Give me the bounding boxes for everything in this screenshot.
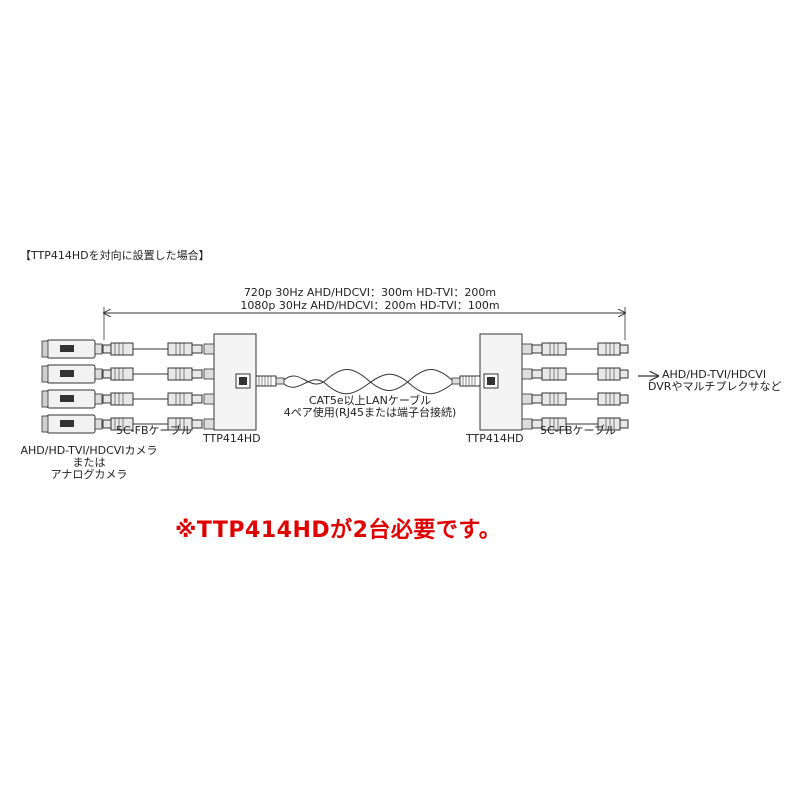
- destination-label-line-1: AHD/HD-TVI/HDCVI: [662, 368, 767, 381]
- right-cable-1: [531, 342, 629, 356]
- left-cable-1: [102, 342, 203, 356]
- left-cable-2: [102, 367, 203, 381]
- camera-3: [41, 389, 103, 409]
- right-coax-cables: [531, 342, 629, 431]
- diagram-heading: 【TTP414HDを対向に設置した場合】: [20, 249, 210, 262]
- distance-spec-line-1: 720p 30Hz AHD/HDCVI：300m HD-TVI：200m: [243, 286, 497, 299]
- camera-4: [41, 414, 103, 434]
- right-ttp414hd-device: [479, 333, 533, 431]
- distance-spec-line-2: 1080p 30Hz AHD/HDCVI：200m HD-TVI：100m: [240, 299, 500, 312]
- left-coax-cable-label: 5C-FBケーブル: [116, 424, 192, 437]
- left-coax-cables: [102, 342, 203, 431]
- lan-cable: [255, 369, 481, 395]
- camera-2: [41, 364, 103, 384]
- destination-label-line-2: DVRやマルチプレクサなど: [648, 380, 782, 393]
- right-cable-2: [531, 367, 629, 381]
- lan-cable-usage: 4ペア使用(RJ45または端子台接続): [283, 406, 457, 419]
- left-ttp414hd-device: [203, 333, 257, 431]
- camera-group: [41, 339, 103, 434]
- camera-label-line-2: または: [72, 456, 106, 469]
- left-cable-3: [102, 392, 203, 406]
- left-device-label: TTP414HD: [203, 432, 261, 445]
- right-cable-3: [531, 392, 629, 406]
- lan-cable-label: CAT5e以上LANケーブル: [308, 394, 432, 407]
- camera-label-line-3: アナログカメラ: [50, 468, 128, 481]
- requirement-note: ※TTP414HDが2台必要です。: [175, 518, 502, 543]
- right-device-label: TTP414HD: [466, 432, 524, 445]
- camera-label-line-1: AHD/HD-TVI/HDCVIカメラ: [20, 444, 158, 457]
- right-coax-cable-label: 5C-FBケーブル: [540, 424, 616, 437]
- camera-1: [41, 339, 103, 359]
